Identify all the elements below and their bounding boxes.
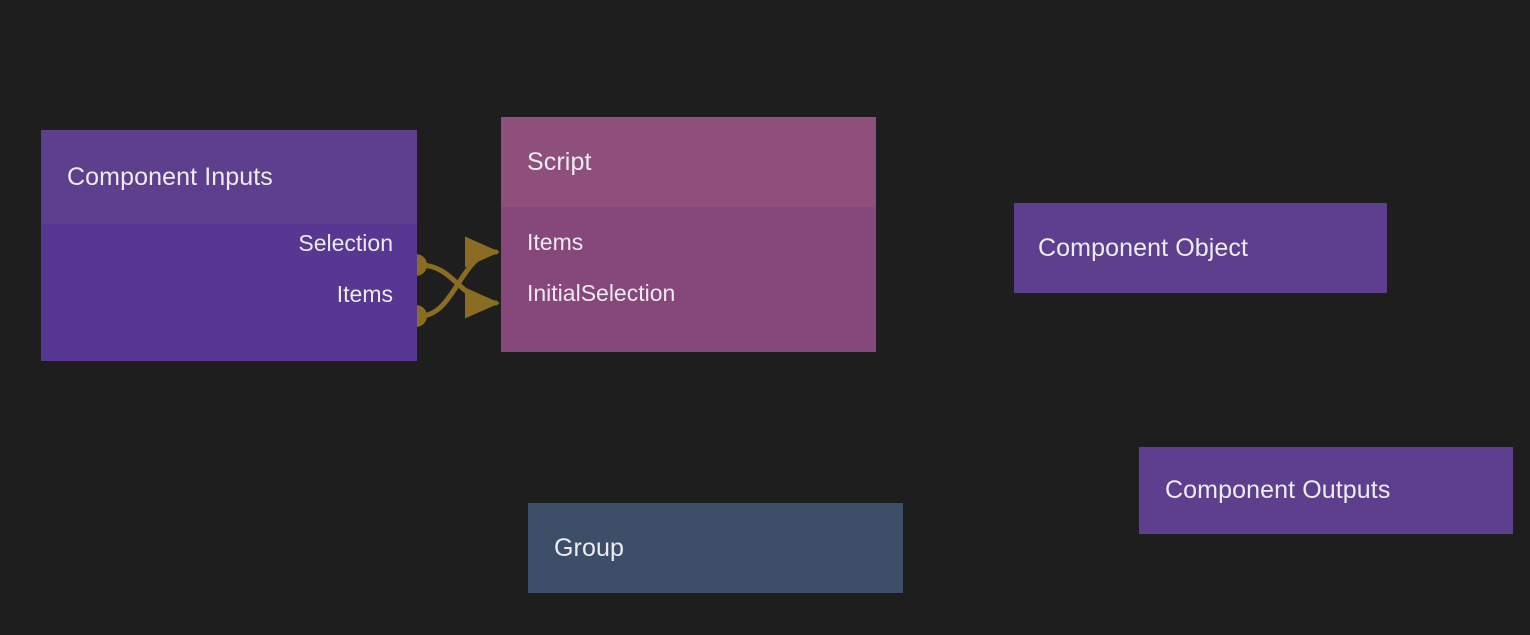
wire-selection-to-initialselection xyxy=(417,262,500,319)
output-port-label: Selection xyxy=(298,230,393,256)
node-group[interactable]: Group xyxy=(528,503,903,593)
output-port-selection[interactable]: Selection xyxy=(298,226,393,260)
node-title: Component Object xyxy=(1038,233,1249,262)
node-component-object[interactable]: Component Object xyxy=(1014,203,1387,293)
node-title: Component Outputs xyxy=(1165,476,1391,504)
node-body-component-inputs: Selection Items xyxy=(41,224,417,361)
input-port-initialselection[interactable]: InitialSelection xyxy=(527,276,675,310)
input-port-items[interactable]: Items xyxy=(527,225,583,259)
node-script[interactable]: Script Items InitialSelection xyxy=(501,117,876,352)
node-title: Group xyxy=(554,533,624,562)
output-port-label: Items xyxy=(336,281,393,307)
node-component-outputs[interactable]: Component Outputs xyxy=(1139,447,1513,534)
node-header-component-object[interactable]: Component Object xyxy=(1014,203,1387,293)
node-header-script[interactable]: Script xyxy=(501,117,876,207)
input-port-label: InitialSelection xyxy=(527,280,676,306)
node-component-inputs[interactable]: Component Inputs Selection Items xyxy=(41,130,417,361)
node-title: Component Inputs xyxy=(67,162,273,191)
output-port-items[interactable]: Items xyxy=(337,277,393,311)
wire-items-to-items xyxy=(417,236,500,319)
input-port-label: Items xyxy=(527,229,584,255)
node-title: Script xyxy=(527,147,592,176)
node-header-component-outputs[interactable]: Component Outputs xyxy=(1139,447,1513,534)
node-header-group[interactable]: Group xyxy=(528,503,903,593)
node-body-script: Items InitialSelection xyxy=(501,207,876,352)
node-header-component-inputs[interactable]: Component Inputs xyxy=(41,130,417,224)
